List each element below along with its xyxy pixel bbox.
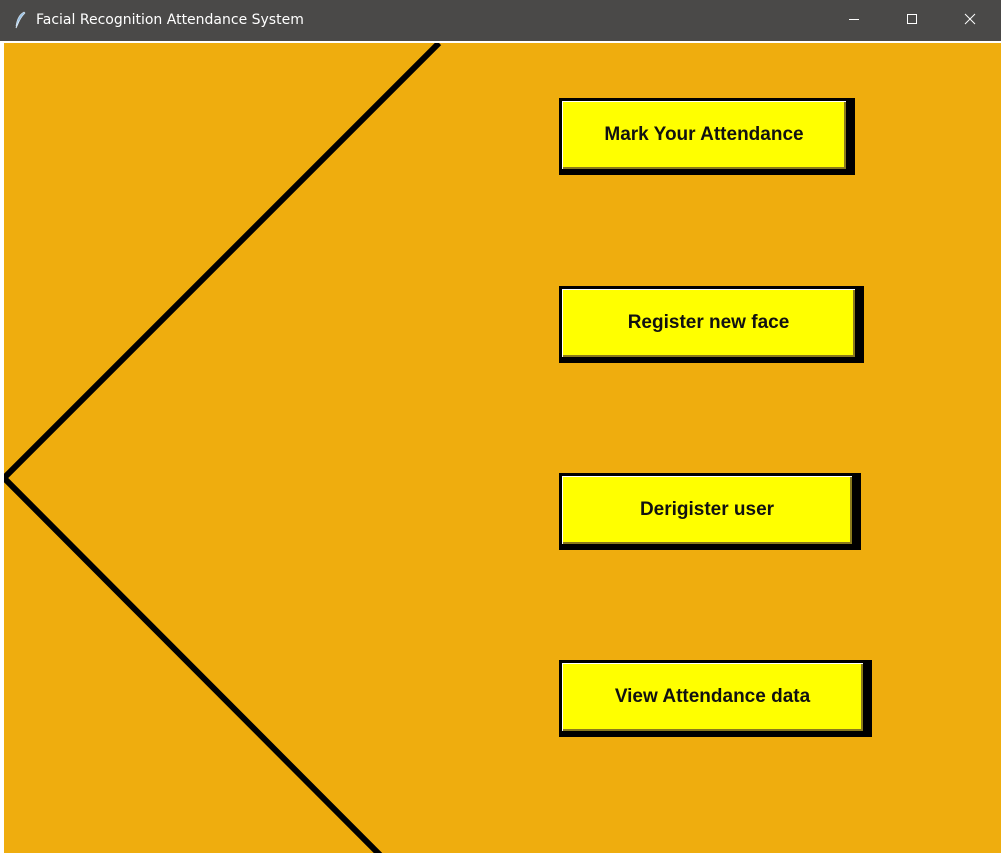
close-button[interactable] <box>941 0 999 41</box>
deregister-user-button[interactable]: Derigister user <box>559 473 861 550</box>
minimize-icon <box>848 12 860 30</box>
window-title: Facial Recognition Attendance System <box>36 12 304 28</box>
minimize-button[interactable] <box>825 0 883 41</box>
view-attendance-data-button[interactable]: View Attendance data <box>559 660 872 737</box>
maximize-button[interactable] <box>883 0 941 41</box>
main-canvas: Mark Your Attendance Register new face D… <box>4 43 1001 853</box>
register-new-face-button[interactable]: Register new face <box>559 286 864 363</box>
title-bar[interactable]: Facial Recognition Attendance System <box>0 0 1001 41</box>
maximize-icon <box>906 12 918 30</box>
lower-diagonal-line <box>4 475 383 853</box>
feather-icon <box>13 11 27 29</box>
mark-attendance-button[interactable]: Mark Your Attendance <box>559 98 855 175</box>
close-icon <box>964 12 976 30</box>
chevron-decoration <box>4 43 442 853</box>
upper-diagonal-line <box>4 43 442 481</box>
